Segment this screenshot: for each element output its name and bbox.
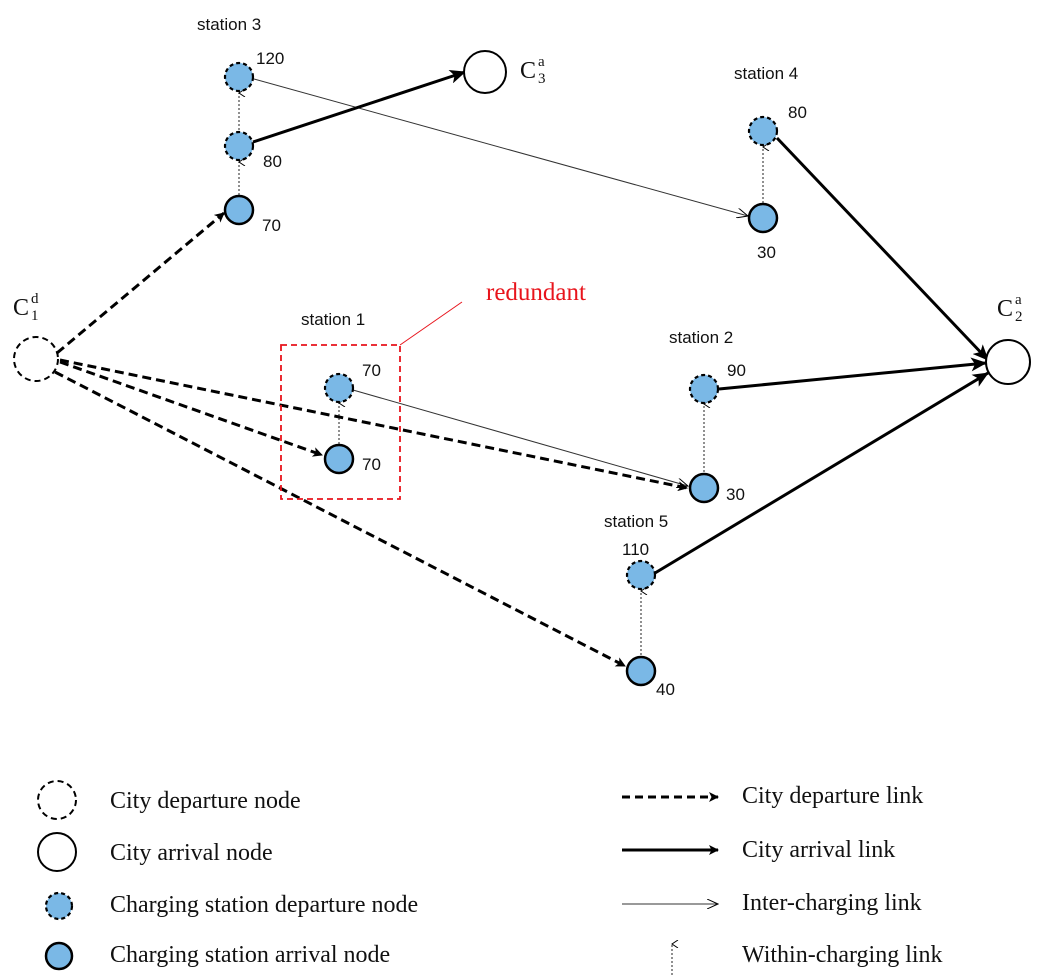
svg-text:3: 3 xyxy=(538,71,546,87)
redundant-pointer xyxy=(399,301,463,346)
dep-link-c1-s1 xyxy=(59,360,323,457)
svg-text:d: d xyxy=(31,291,39,307)
value-s2-arr: 30 xyxy=(726,485,745,504)
inter-link-s3-s4 xyxy=(253,78,748,216)
svg-text:a: a xyxy=(1015,292,1022,308)
legend: City departure node City arrival node Ch… xyxy=(37,780,943,975)
svg-text:C: C xyxy=(997,296,1013,322)
station-2-name: station 2 xyxy=(669,328,733,347)
city-label-c2: C a 2 xyxy=(997,292,1023,325)
legend-cs-departure-node-label: Charging station departure node xyxy=(110,892,418,918)
legend-city-arrival-link-label: City arrival link xyxy=(742,837,895,863)
value-s5-arr: 40 xyxy=(656,680,675,699)
cs-arrival-node-s5 xyxy=(625,655,657,687)
cs-arrival-node-s2 xyxy=(688,472,720,504)
value-s3-arr: 70 xyxy=(262,216,281,235)
inter-link-s1-s2 xyxy=(352,389,688,486)
cs-departure-node-s3-high xyxy=(223,61,255,93)
cs-departure-node-s2 xyxy=(688,373,720,405)
redundant-label: redundant xyxy=(486,279,586,306)
value-s2-dep: 90 xyxy=(727,361,746,380)
cs-departure-node-s5 xyxy=(625,559,657,591)
svg-text:2: 2 xyxy=(1015,309,1023,325)
svg-text:C: C xyxy=(13,295,29,321)
svg-text:C: C xyxy=(520,58,536,84)
legend-city-departure-node-icon xyxy=(37,780,77,820)
value-s1-arr: 70 xyxy=(362,455,381,474)
legend-within-charging-link-label: Within-charging link xyxy=(742,942,943,968)
value-s4-dep: 80 xyxy=(788,103,807,122)
station-5-name: station 5 xyxy=(604,512,668,531)
cs-departure-node-s1 xyxy=(323,372,355,404)
arr-link-s3-c3 xyxy=(252,70,466,144)
city-arrival-node-c2 xyxy=(985,339,1031,385)
dep-link-c1-s5 xyxy=(54,370,626,668)
arr-link-s2-c2 xyxy=(718,357,987,391)
legend-city-arrival-node-icon xyxy=(37,832,77,872)
cs-departure-node-s3-low xyxy=(223,130,255,162)
arr-link-s5-c2 xyxy=(654,371,989,575)
svg-text:1: 1 xyxy=(31,308,39,324)
station-3-name: station 3 xyxy=(197,15,261,34)
legend-cs-arrival-node-icon xyxy=(44,941,74,971)
city-arrival-node-c3 xyxy=(463,50,507,94)
value-s1-dep: 70 xyxy=(362,361,381,380)
arr-link-s4-c2 xyxy=(775,136,990,362)
cs-departure-node-s4 xyxy=(747,115,779,147)
svg-text:a: a xyxy=(538,54,545,70)
legend-city-departure-node-label: City departure node xyxy=(110,788,301,814)
value-s3-dep-high: 120 xyxy=(256,49,284,68)
city-label-c1: C d 1 xyxy=(13,291,39,324)
city-label-c3: C a 3 xyxy=(520,54,546,87)
dep-link-c1-s3 xyxy=(56,211,225,355)
legend-city-arrival-node-label: City arrival node xyxy=(110,840,273,866)
dep-link-c1-s2 xyxy=(59,358,688,492)
cs-arrival-node-s3 xyxy=(223,194,255,226)
legend-city-departure-link-label: City departure link xyxy=(742,783,923,809)
station-1-name: station 1 xyxy=(301,310,365,329)
legend-cs-departure-node-icon xyxy=(44,891,74,921)
station-4-name: station 4 xyxy=(734,64,798,83)
cs-arrival-node-s1 xyxy=(323,443,355,475)
legend-inter-charging-link-label: Inter-charging link xyxy=(742,890,922,916)
value-s4-arr: 30 xyxy=(757,243,776,262)
city-departure-node-c1 xyxy=(13,336,59,382)
value-s3-dep-low: 80 xyxy=(263,152,282,171)
cs-arrival-node-s4 xyxy=(747,202,779,234)
value-s5-dep: 110 xyxy=(622,540,649,559)
redundant-box xyxy=(280,344,401,500)
legend-cs-arrival-node-label: Charging station arrival node xyxy=(110,942,390,968)
